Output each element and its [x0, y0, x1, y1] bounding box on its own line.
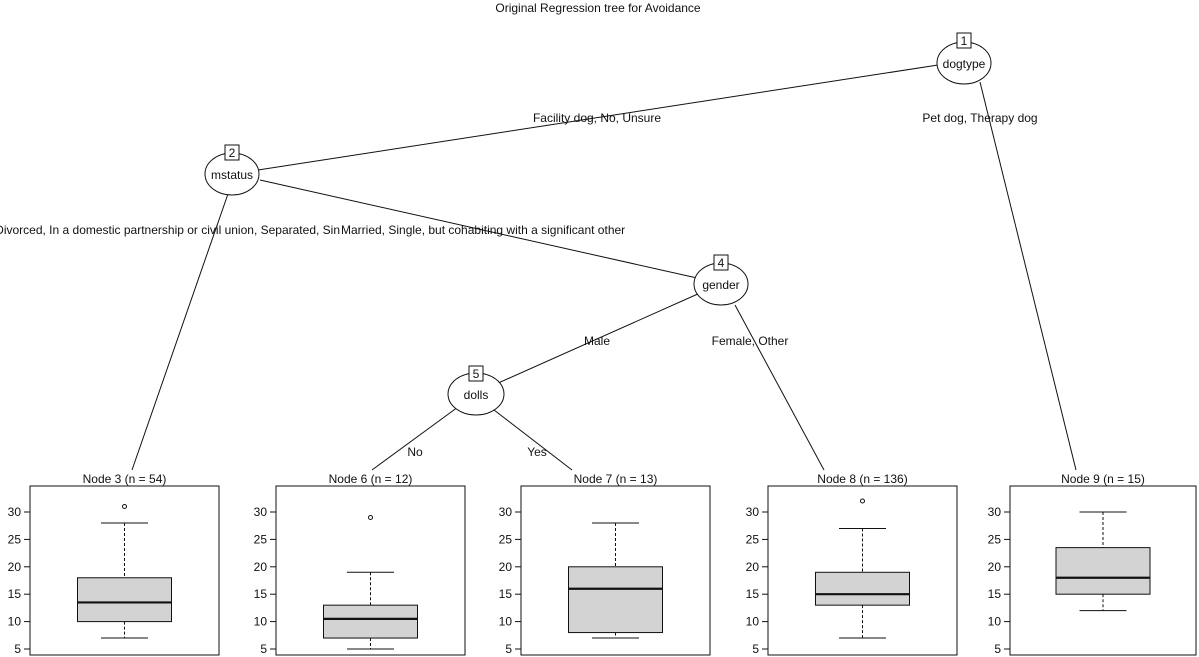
- edge-4-5: [495, 292, 701, 385]
- y-tick-label: 25: [746, 532, 760, 546]
- node-label: mstatus: [211, 168, 253, 182]
- y-tick-label: 5: [752, 642, 759, 656]
- y-tick-label: 20: [499, 560, 513, 574]
- terminal-node-title: Node 3 (n = 54): [83, 472, 167, 486]
- terminal-node-3: Node 3 (n = 54) 5 10 15 20 25 30: [8, 472, 220, 656]
- outlier-point: [368, 514, 373, 520]
- node-label: dogtype: [943, 57, 986, 71]
- node-id: 5: [473, 367, 480, 381]
- y-tick-label: 25: [988, 532, 1002, 546]
- node-label: dolls: [464, 388, 489, 402]
- edge-5-6: [371, 406, 459, 471]
- iqr-box: [568, 566, 663, 634]
- edge-2-4: [259, 179, 698, 279]
- edge-label-4-5: Male: [584, 334, 610, 348]
- terminal-node-title: Node 7 (n = 13): [574, 472, 658, 486]
- y-tick-label: 10: [254, 615, 268, 629]
- y-tick-label: 25: [8, 532, 22, 546]
- terminal-node-7: Node 7 (n = 13) 5 10 15 20 25 30: [499, 472, 711, 656]
- edge-5-7: [493, 409, 573, 471]
- y-tick-label: 15: [499, 587, 513, 601]
- y-tick-label: 25: [499, 532, 513, 546]
- terminal-node-8: Node 8 (n = 136) 5 10 15 20 25 30: [746, 472, 958, 656]
- terminal-node-title: Node 8 (n = 136): [817, 472, 907, 486]
- y-tick-label: 5: [260, 642, 267, 656]
- y-tick-label: 30: [988, 505, 1002, 519]
- edge-label-2-3: Divorced, In a domestic partnership or c…: [0, 223, 340, 237]
- iqr-box: [815, 571, 910, 606]
- y-tick-label: 25: [254, 532, 268, 546]
- y-tick-label: 5: [505, 642, 512, 656]
- tree-node-2: 2 mstatus: [204, 144, 260, 196]
- node-label: gender: [702, 278, 739, 292]
- figure-title: Original Regression tree for Avoidance: [495, 1, 701, 15]
- y-tick-label: 30: [499, 505, 513, 519]
- y-tick-label: 20: [254, 560, 268, 574]
- terminal-node-title: Node 6 (n = 12): [329, 472, 413, 486]
- node-id-box: [956, 32, 972, 49]
- edge-label-1-2: Facility dog, No, Unsure: [533, 111, 661, 125]
- node-id: 4: [718, 256, 725, 270]
- node-id: 2: [229, 146, 236, 160]
- node-id-box: [224, 144, 240, 161]
- outlier-point: [860, 498, 865, 504]
- tree-node-1: 1 dogtype: [936, 32, 992, 85]
- y-tick-label: 30: [8, 505, 22, 519]
- tree-node-4: 4 gender: [693, 254, 749, 306]
- edge-1-2: [257, 64, 939, 171]
- edge-label-5-7: Yes: [527, 445, 547, 459]
- y-tick-label: 15: [8, 587, 22, 601]
- iqr-box: [1055, 547, 1151, 595]
- edge-label-2-4: Married, Single, but cohabiting with a s…: [341, 223, 625, 237]
- terminal-node-title: Node 9 (n = 15): [1061, 472, 1145, 486]
- y-tick-label: 30: [746, 505, 760, 519]
- edge-label-5-6: No: [407, 445, 423, 459]
- y-tick-label: 10: [746, 615, 760, 629]
- tree-node-5: 5 dolls: [447, 365, 505, 416]
- terminal-node-9: Node 9 (n = 15) 5 10 15 20 25 30: [988, 472, 1197, 656]
- y-tick-label: 20: [746, 560, 760, 574]
- y-tick-label: 10: [988, 615, 1002, 629]
- y-tick-label: 15: [746, 587, 760, 601]
- node-id-box: [468, 365, 484, 382]
- edge-label-1-9: Pet dog, Therapy dog: [922, 111, 1037, 125]
- edge-4-8: [734, 304, 825, 471]
- outlier-point: [122, 504, 127, 510]
- y-tick-label: 5: [994, 642, 1001, 656]
- edge-1-9: [979, 81, 1077, 471]
- terminal-node-6: Node 6 (n = 12) 5 10 15 20 25 30: [254, 472, 466, 656]
- y-tick-label: 15: [988, 587, 1002, 601]
- edge-label-4-8: Female, Other: [712, 334, 789, 348]
- y-tick-label: 20: [8, 560, 22, 574]
- iqr-box: [323, 604, 418, 639]
- y-tick-label: 15: [254, 587, 268, 601]
- y-tick-label: 20: [988, 560, 1002, 574]
- iqr-box: [77, 577, 172, 623]
- y-tick-label: 10: [8, 615, 22, 629]
- y-tick-label: 5: [14, 642, 21, 656]
- y-tick-label: 10: [499, 615, 513, 629]
- node-id: 1: [961, 34, 968, 48]
- y-tick-label: 30: [254, 505, 268, 519]
- edge-2-3: [131, 190, 230, 471]
- node-id-box: [713, 254, 729, 271]
